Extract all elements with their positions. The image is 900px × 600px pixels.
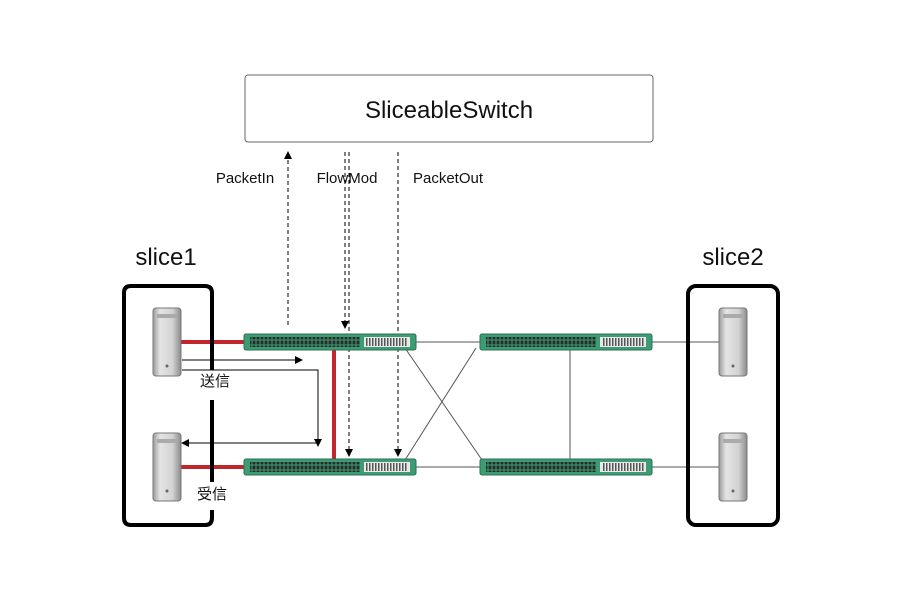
slice1-label: slice1 xyxy=(135,244,196,271)
flow-mod-label: FlowMod xyxy=(317,170,378,187)
slice2-frame xyxy=(686,284,780,527)
control-messages xyxy=(284,151,402,457)
switch-top-right xyxy=(479,333,653,351)
receiver-label: 受信 xyxy=(197,486,227,503)
slice2-label: slice2 xyxy=(702,244,763,271)
switch-links xyxy=(404,341,720,468)
switch-top-left xyxy=(243,333,417,351)
slice1-path xyxy=(180,340,336,469)
slice1-frame xyxy=(122,284,214,527)
packet-flow xyxy=(181,356,322,447)
switch-bottom-left xyxy=(243,458,417,476)
host-slice1-sender xyxy=(152,307,182,377)
sender-label: 送信 xyxy=(200,373,230,390)
host-slice2-top xyxy=(718,307,748,377)
controller-box: SliceableSwitch xyxy=(244,74,654,143)
flow-arrow-down xyxy=(182,369,322,447)
switch-bottom-right xyxy=(479,458,653,476)
packet-in-label: PacketIn xyxy=(216,170,274,187)
packet-out-label: PacketOut xyxy=(413,170,484,187)
controller-label: SliceableSwitch xyxy=(365,97,533,124)
link-sw1-sw4 xyxy=(404,347,483,461)
link-sw3-sw2 xyxy=(404,347,477,461)
host-slice1-receiver xyxy=(152,432,182,502)
host-slice2-bottom xyxy=(718,432,748,502)
